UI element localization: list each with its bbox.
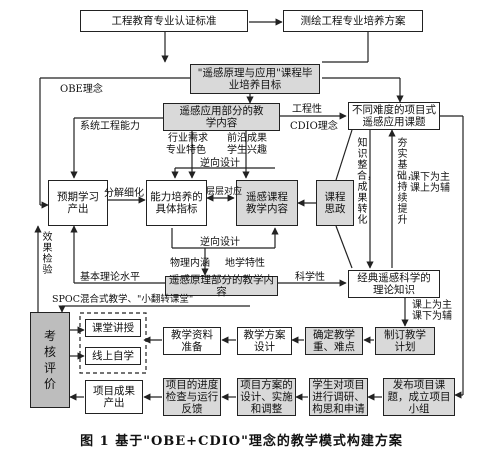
label-consolidate: 夯实基础，持续提升 bbox=[397, 138, 417, 226]
box-online: 线上自学 bbox=[85, 347, 141, 365]
label-student-interest: 学生兴趣 bbox=[227, 145, 267, 156]
label-frontier: 前沿成果 bbox=[227, 133, 267, 144]
box-plan: 教学方案设计 bbox=[237, 327, 292, 355]
label-cdio: CDIO理念 bbox=[290, 121, 338, 132]
label-reverse-top: 逆向设计 bbox=[200, 158, 240, 169]
box-progress: 项目的进度检查与运行反馈 bbox=[163, 378, 221, 416]
box-materials: 教学资料准备 bbox=[163, 327, 221, 355]
label-sys-eng: 系统工程能力 bbox=[80, 121, 140, 132]
box-classroom: 课堂讲授 bbox=[85, 319, 141, 337]
label-earth: 地学特性 bbox=[225, 258, 265, 269]
box-expected: 预期学习产出 bbox=[48, 180, 108, 226]
box-project-tasks: 不同难度的项目式遥感应用课题 bbox=[348, 102, 440, 130]
figure-caption: 图 1 基于"OBE+CDIO"理念的教学模式构建方案 bbox=[80, 434, 403, 449]
box-top-left: 工程教育专业认证标准 bbox=[80, 10, 248, 32]
box-ideology: 课程思政 bbox=[316, 180, 354, 226]
box-app-content: 遥感应用部分的教学内容 bbox=[163, 103, 280, 131]
label-spoc: SPOC混合式教学、"小翻转课堂" bbox=[52, 294, 194, 305]
label-level: 层层对应 bbox=[206, 187, 243, 197]
box-course-content: 遥感课程教学内容 bbox=[236, 180, 298, 226]
box-outcome: 项目成果产出 bbox=[85, 380, 143, 414]
label-in-main: 课上为主课下为辅 bbox=[412, 300, 452, 322]
box-principle-content: 遥感原理部分的教学内容 bbox=[165, 274, 278, 298]
label-after-main: 课下为主课上为辅 bbox=[410, 172, 450, 194]
box-make-plan: 制订教学计划 bbox=[375, 327, 435, 355]
box-grad-goal: "遥感原理与应用"课程毕业培养目标 bbox=[190, 64, 320, 94]
box-ability: 能力培养的具体指标 bbox=[146, 180, 207, 226]
box-top-right: 测绘工程专业培养方案 bbox=[283, 10, 423, 32]
label-science: 科学性 bbox=[295, 272, 325, 283]
box-publish: 发布项目课题，成立项目小组 bbox=[383, 378, 455, 416]
label-basic-theory: 基本理论水平 bbox=[80, 272, 140, 283]
label-major-feature: 专业特色 bbox=[166, 145, 206, 156]
box-design-impl: 项目方案的设计、实施和调整 bbox=[237, 378, 296, 416]
label-decompose: 分解细化 bbox=[104, 188, 144, 199]
label-eng-nature: 工程性 bbox=[292, 104, 322, 115]
label-reverse-bottom: 逆向设计 bbox=[200, 237, 240, 248]
box-classic-theory: 经典遥感科学的理论知识 bbox=[348, 270, 440, 298]
label-obe: OBE理念 bbox=[60, 84, 103, 95]
label-effect-check: 效果检验 bbox=[42, 232, 53, 276]
label-knowledge-integration: 知识整合，成果转化 bbox=[357, 138, 377, 226]
label-industry-req: 行业需求 bbox=[168, 133, 208, 144]
box-key-points: 确定教学重、难点 bbox=[305, 327, 363, 355]
box-assessment: 考核评价 bbox=[30, 312, 70, 408]
box-research: 学生对项目进行调研、构思和申请 bbox=[309, 378, 368, 416]
label-physical: 物理内涵 bbox=[170, 258, 210, 269]
